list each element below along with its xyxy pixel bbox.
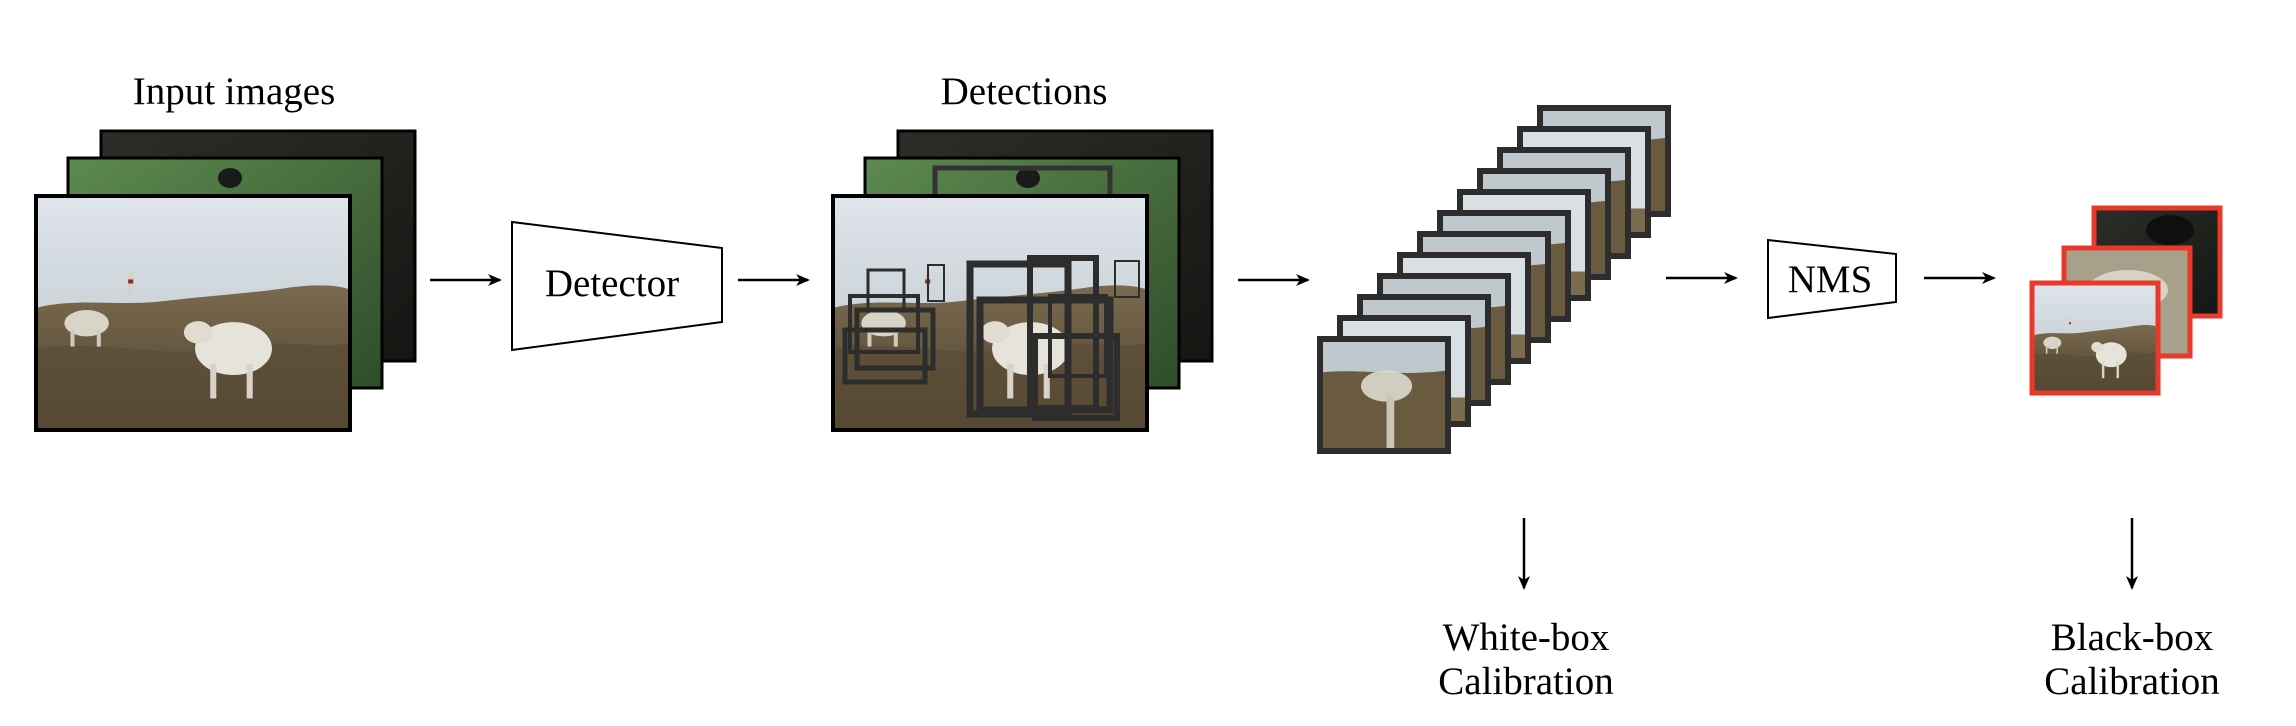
input-images-label: Input images xyxy=(133,70,336,114)
white-box-label-line2: Calibration xyxy=(1438,660,1613,704)
white-box-label-line1: White-box xyxy=(1443,616,1610,660)
nms-label: NMS xyxy=(1788,258,1873,302)
black-box-label-line1: Black-box xyxy=(2051,616,2213,660)
detections-stack xyxy=(833,131,1212,430)
crop-thumbnail xyxy=(1320,339,1448,451)
input-images-stack xyxy=(36,131,415,430)
detections-label: Detections xyxy=(941,70,1108,114)
detection-crops-cascade xyxy=(1320,108,1668,451)
detector-label: Detector xyxy=(545,262,679,306)
final-detections-stack xyxy=(2032,208,2220,393)
black-box-label-line2: Calibration xyxy=(2044,660,2219,704)
